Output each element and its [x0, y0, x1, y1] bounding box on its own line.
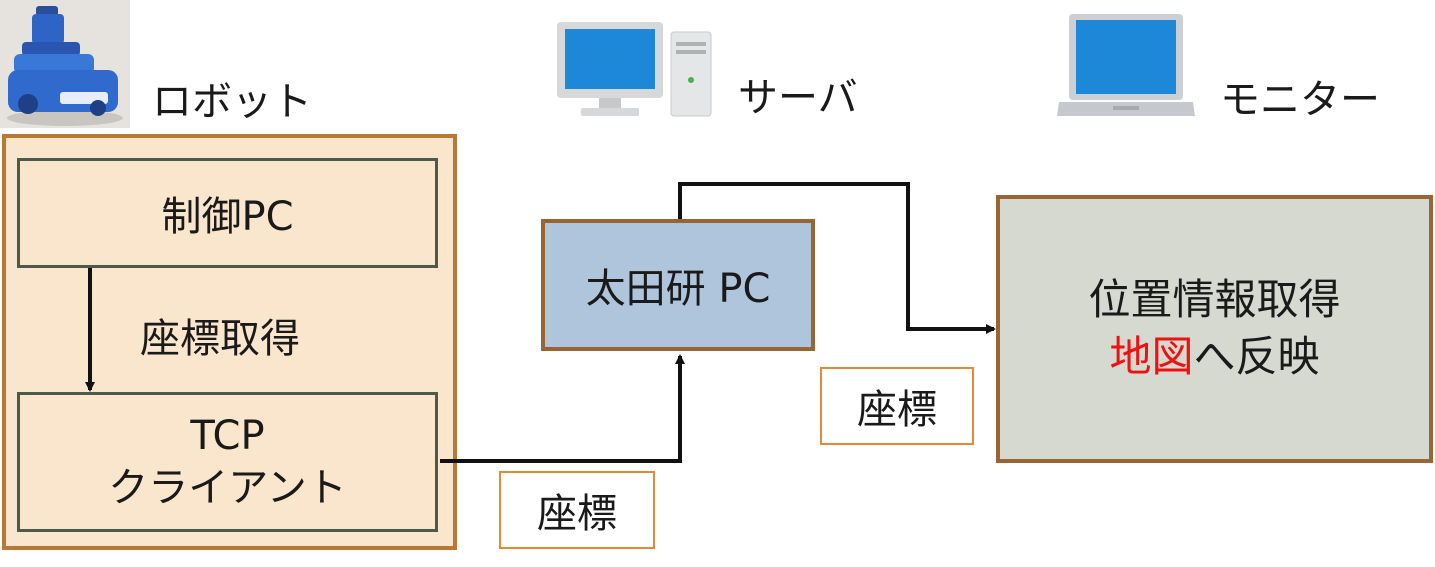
position-info-label: 位置情報取得: [1088, 275, 1341, 325]
client-label: クライアント: [108, 465, 347, 511]
server-label: サーバ: [738, 75, 858, 121]
coordinate-acquisition-label: 座標取得: [140, 316, 300, 362]
desktop-pc-icon: [557, 22, 712, 117]
ota-lab-pc-box: 太田研 PC: [541, 219, 815, 351]
arrow-tcp-to-server: [440, 354, 685, 463]
monitor-display-box: 位置情報取得 地図へ反映: [996, 195, 1433, 463]
tcp-label: TCP: [190, 413, 265, 459]
robot-container: [2, 134, 457, 550]
monitor-label: モニター: [1220, 77, 1380, 123]
arrow-server-to-monitor: [678, 182, 996, 334]
reflect-text: へ反映: [1193, 332, 1320, 381]
laptop-icon: [1057, 14, 1195, 116]
map-reflect-label: 地図へ反映: [1109, 329, 1319, 386]
control-pc-box: 制御PC: [17, 158, 438, 268]
coordinate-tag-right: 座標: [820, 367, 974, 445]
coordinate-tag-bottom: 座標: [499, 471, 655, 549]
tcp-client-box: TCP クライアント: [17, 392, 438, 532]
map-highlight: 地図: [1109, 332, 1194, 381]
robot-label: ロボット: [152, 79, 312, 125]
robot-photo-icon: [0, 0, 130, 128]
